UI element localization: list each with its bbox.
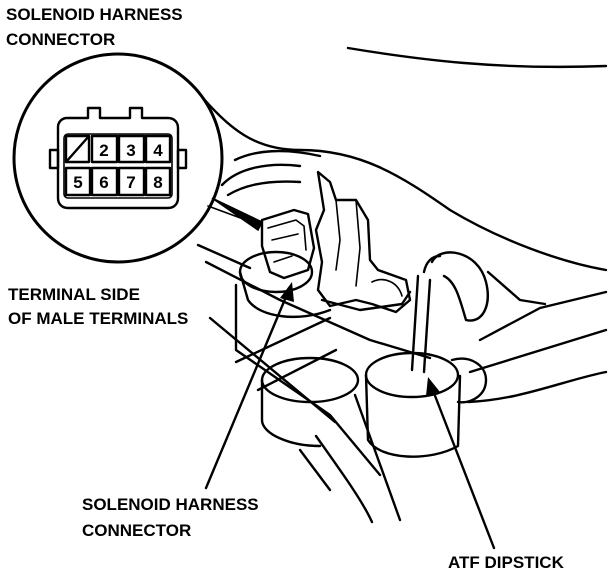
bottom-label-line1: SOLENOID HARNESS	[82, 495, 259, 514]
engine-connector	[260, 208, 316, 280]
connector-leader-arrow	[204, 282, 294, 490]
dipstick-leader-arrow	[426, 377, 496, 550]
pin-label-3: 3	[126, 141, 135, 160]
pin-label-2: 2	[99, 141, 108, 160]
engine-background	[194, 46, 608, 524]
top-label-line2: CONNECTOR	[6, 30, 115, 49]
top-label-line1: SOLENOID HARNESS	[6, 5, 183, 24]
pin-label-7: 7	[126, 173, 135, 192]
bottom-label-line2: CONNECTOR	[82, 521, 191, 540]
terminal-label-line1: TERMINAL SIDE	[8, 285, 140, 304]
terminal-label-line2: OF MALE TERMINALS	[8, 309, 188, 328]
pin-label-8: 8	[153, 173, 162, 192]
inset-pointer	[207, 197, 264, 232]
dipstick-assembly	[364, 251, 489, 458]
dipstick-label: ATF DIPSTICK	[448, 553, 565, 572]
solenoid-body	[314, 170, 412, 314]
pin-label-6: 6	[99, 173, 108, 192]
engine-bosses	[234, 250, 412, 448]
pin-label-4: 4	[153, 141, 163, 160]
inset-connector-view: 2 3 4 5 6 7 8	[12, 52, 224, 264]
pin-label-5: 5	[73, 173, 82, 192]
